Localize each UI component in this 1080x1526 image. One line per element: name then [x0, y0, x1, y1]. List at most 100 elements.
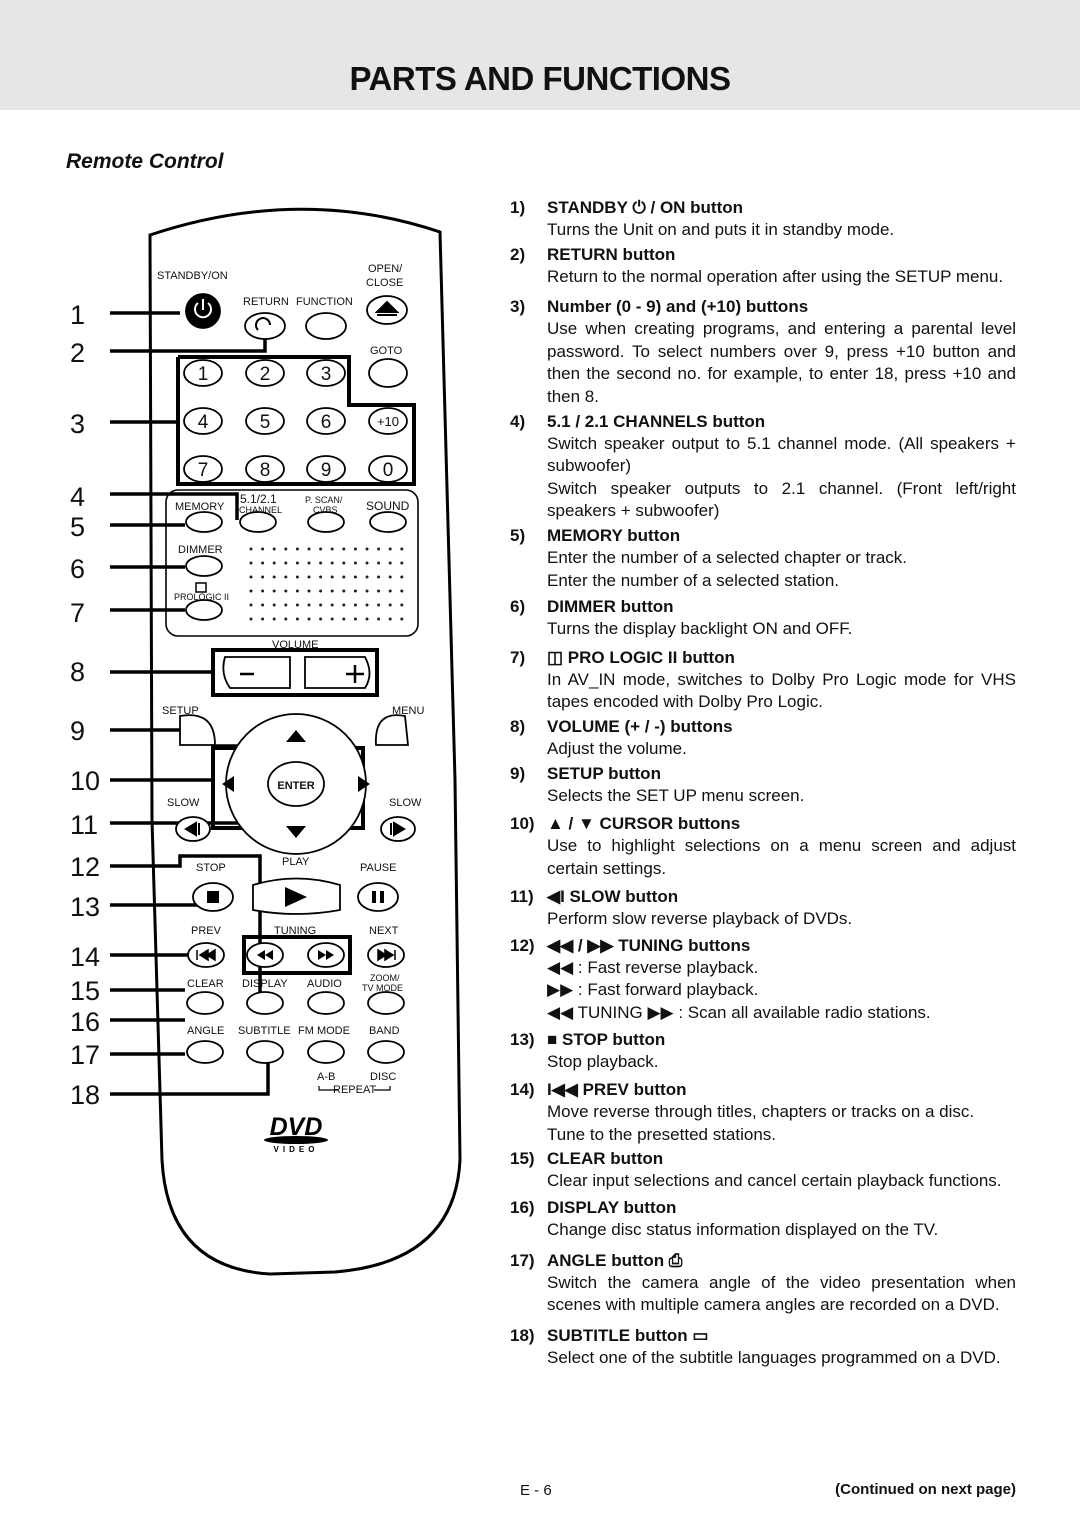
digit-3-button[interactable] [306, 359, 346, 387]
function-button[interactable] [305, 312, 347, 340]
item-body: Selects the SET UP menu screen. [510, 785, 1016, 808]
display-dot [388, 561, 392, 565]
display-dot [365, 617, 369, 621]
pscan-button[interactable] [307, 511, 345, 533]
volume-plus-button[interactable] [304, 656, 371, 689]
item-heading: 9)SETUP button [510, 763, 1016, 785]
digit-7-button[interactable] [183, 455, 223, 483]
display-dot [249, 561, 253, 565]
digit-1-button[interactable] [183, 359, 223, 387]
display-dot [388, 617, 392, 621]
item-number: 3) [510, 297, 526, 317]
item-paragraph: Use to highlight selections on a menu sc… [547, 836, 1016, 878]
memory-button[interactable] [185, 511, 223, 533]
digit-2-button[interactable] [245, 359, 285, 387]
display-dot [307, 547, 311, 551]
digit-0-button[interactable] [368, 455, 408, 483]
eject-icon [374, 300, 400, 316]
sound-button[interactable] [369, 511, 407, 533]
display-dot [249, 589, 253, 593]
digit-9-button[interactable] [306, 455, 346, 483]
standby-button[interactable] [185, 293, 221, 329]
channel-button[interactable] [239, 511, 277, 533]
item-paragraph: Use when creating programs, and entering… [547, 319, 1016, 406]
angle-button[interactable] [186, 1040, 224, 1064]
menu-button[interactable] [375, 714, 409, 746]
display-dot [400, 547, 404, 551]
enter-label: ENTER [277, 780, 314, 792]
item-title: ■ STOP button [547, 1029, 666, 1049]
callout-numbers: 1 2 3 4 5 6 7 8 9 10 11 12 13 14 15 16 1… [70, 300, 100, 1110]
dvd-logo: DVD VIDEO [264, 1113, 328, 1154]
item-heading: 3)Number (0 - 9) and (+10) buttons [510, 296, 1016, 318]
display-dot [353, 561, 357, 565]
item-paragraph: Enter the number of a selected station. [547, 570, 840, 590]
display-dot [353, 575, 357, 579]
item-paragraph: Tune to the presetted stations. [547, 1124, 777, 1144]
fm-mode-button[interactable] [307, 1040, 345, 1064]
item-heading: 2)RETURN button [510, 244, 1016, 266]
display-dot [272, 603, 276, 607]
label-tvmode: TV MODE [362, 983, 403, 993]
item-heading: 8)VOLUME (+ / -) buttons [510, 716, 1016, 738]
volume-minus-button[interactable] [222, 656, 291, 689]
item-body: Switch the camera angle of the video pre… [510, 1272, 1016, 1317]
display-dot [400, 603, 404, 607]
digit-4-label: 4 [198, 412, 209, 433]
description-item: 17)ANGLE button ⎙Switch the camera angle… [510, 1250, 1016, 1317]
label-channel-top: 5.1/2.1 [240, 492, 277, 506]
callout-9: 9 [70, 716, 85, 746]
callout-18: 18 [70, 1080, 100, 1110]
plus10-button[interactable] [368, 407, 408, 435]
section-subtitle: Remote Control [66, 150, 224, 173]
display-dot [330, 589, 334, 593]
display-dot [319, 589, 323, 593]
pause-button[interactable] [357, 882, 399, 912]
display-dot [377, 603, 381, 607]
item-paragraph: Perform slow reverse playback of DVDs. [547, 909, 853, 929]
digit-4-button[interactable] [183, 407, 223, 435]
rewind-icon [257, 950, 273, 960]
label-pscan: P. SCAN/ [305, 495, 343, 505]
return-button[interactable] [244, 312, 286, 340]
display-dot [330, 575, 334, 579]
dimmer-button[interactable] [185, 555, 223, 577]
display-dot [307, 589, 311, 593]
item-title: SUBTITLE button ▭ [547, 1325, 709, 1345]
item-title: DIMMER button [547, 597, 674, 617]
digit-3-label: 3 [321, 364, 332, 385]
digit-5-button[interactable] [245, 407, 285, 435]
display-dot [295, 561, 299, 565]
subtitle-button[interactable] [246, 1040, 284, 1064]
item-paragraph: Select one of the subtitle languages pro… [547, 1347, 1001, 1367]
item-body: Adjust the volume. [510, 738, 1016, 761]
item-body: Select one of the subtitle languages pro… [510, 1347, 1016, 1370]
clear-button[interactable] [186, 991, 224, 1015]
display-dot [353, 547, 357, 551]
digit-6-button[interactable] [306, 407, 346, 435]
right-arrow-icon [358, 776, 370, 792]
label-clear: CLEAR [187, 978, 224, 990]
prologic-button[interactable] [185, 599, 223, 621]
digit-7-label: 7 [198, 460, 209, 481]
zoom-button[interactable] [367, 991, 405, 1015]
item-body: Enter the number of a selected chapter o… [510, 547, 1016, 592]
goto-button[interactable] [368, 358, 408, 388]
display-dot [342, 589, 346, 593]
setup-button[interactable] [179, 714, 216, 746]
item-paragraph: Return to the normal operation after usi… [547, 266, 1004, 286]
display-button[interactable] [246, 991, 284, 1015]
display-dot [342, 575, 346, 579]
enter-button[interactable] [267, 761, 325, 807]
band-button[interactable] [367, 1040, 405, 1064]
callout-6: 6 [70, 554, 85, 584]
label-standby: STANDBY/ON [157, 270, 228, 282]
display-dot [365, 589, 369, 593]
audio-button[interactable] [307, 991, 345, 1015]
digit-8-button[interactable] [245, 455, 285, 483]
callout-16: 16 [70, 1007, 100, 1037]
label-channel-bottom: CHANNEL [239, 505, 282, 515]
